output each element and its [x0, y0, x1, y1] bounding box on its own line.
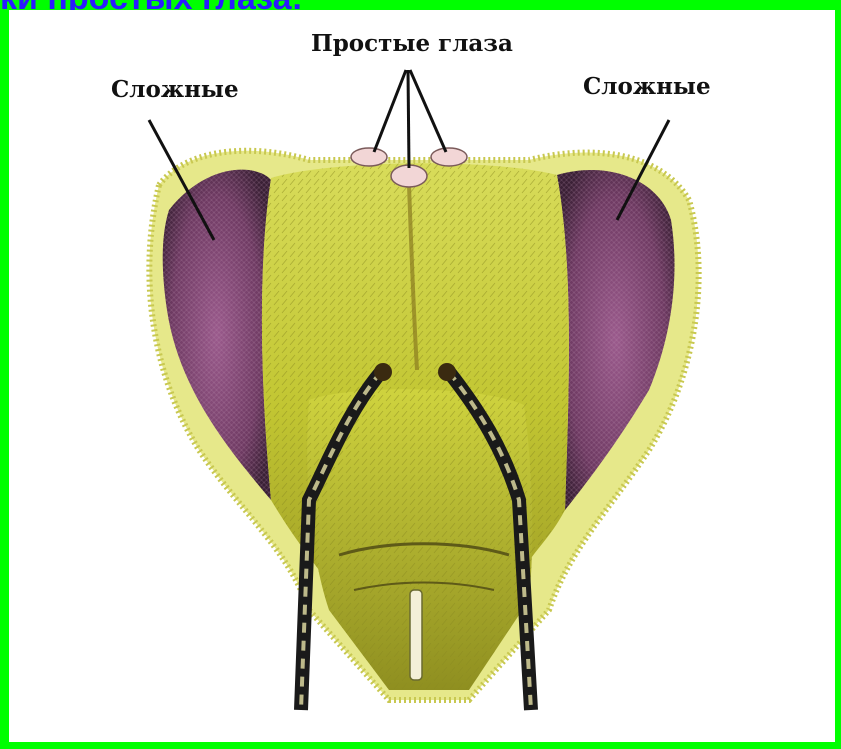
bee-head-illustration	[9, 10, 835, 742]
label-compound-right: Сложные	[583, 73, 711, 100]
ocellus-center	[391, 165, 427, 187]
ocellus-right	[431, 148, 467, 166]
slide-title-fragment: ки простых глаза:	[0, 0, 600, 10]
diagram-panel: Простые глаза Сложные Сложные	[9, 10, 835, 742]
proboscis	[410, 590, 422, 680]
label-compound-left: Сложные	[111, 76, 239, 103]
label-simple-eyes: Простые глаза	[311, 30, 513, 57]
ocellus-left	[351, 148, 387, 166]
